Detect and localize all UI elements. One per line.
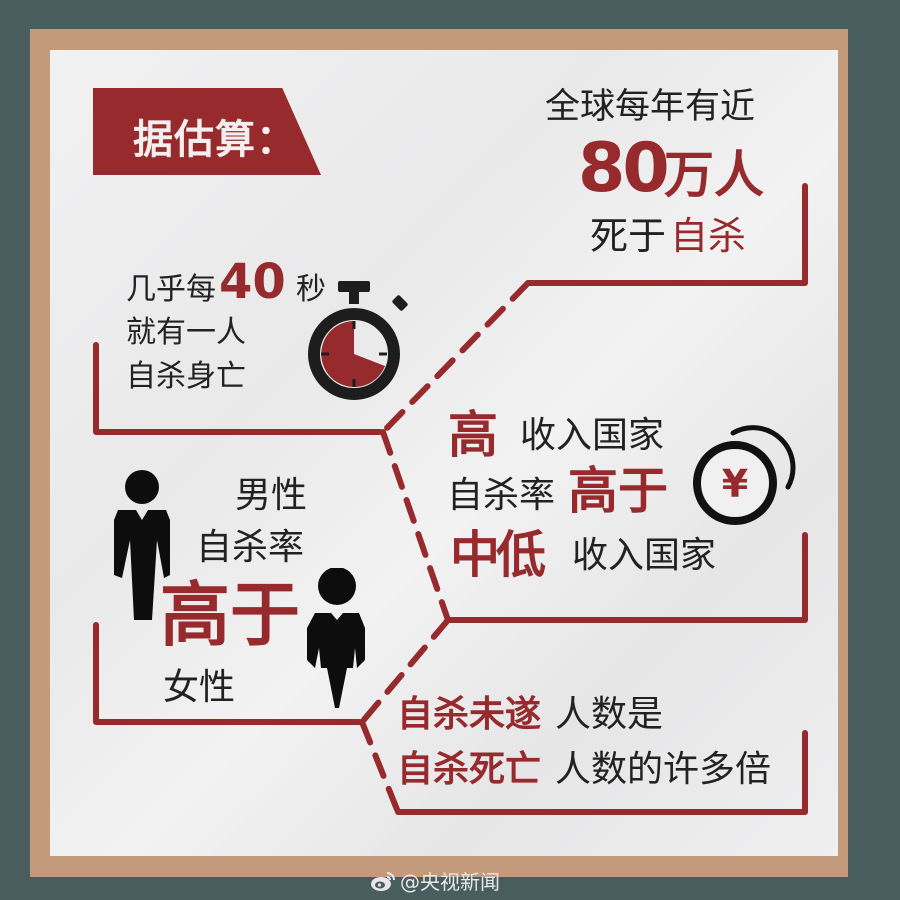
global-line3-red: 自杀	[670, 214, 747, 258]
stopwatch-icon	[308, 281, 408, 400]
income-line2-dark: 自杀率	[447, 475, 556, 516]
global-number: 80	[578, 129, 670, 208]
female-figure-icon	[307, 568, 365, 708]
income-line3-red: 中低	[450, 526, 546, 584]
svg-text:¥: ¥	[722, 462, 748, 506]
yen-coin-icon: ¥	[693, 425, 796, 525]
attempts-line2-red: 自杀死亡	[397, 749, 542, 790]
income-line1-red: 高	[448, 406, 498, 464]
interval-line2: 就有一人	[126, 315, 246, 350]
banner-label: 据估算：	[133, 116, 297, 163]
male-figure-icon	[114, 470, 170, 620]
global-line3-dark: 死于	[590, 214, 667, 258]
gender-line3-red: 高于	[160, 574, 300, 656]
income-line1-dark: 收入国家	[520, 415, 665, 456]
interval-number: 40	[219, 254, 286, 310]
watermark-text: @央视新闻	[400, 870, 500, 894]
gender-line1: 男性	[235, 475, 308, 516]
attempts-line1-red: 自杀未遂	[397, 694, 542, 735]
interval-suffix: 秒	[296, 272, 326, 307]
gender-line4: 女性	[163, 667, 236, 708]
income-line3-dark: 收入国家	[572, 535, 717, 576]
global-unit: 万人	[664, 146, 764, 204]
gender-line2: 自杀率	[196, 527, 305, 568]
global-line1: 全球每年有近	[545, 87, 756, 127]
income-line2-red: 高于	[568, 462, 668, 520]
watermark: @央视新闻	[370, 866, 500, 895]
interval-prefix: 几乎每	[126, 272, 216, 307]
attempts-line1-dark: 人数是	[555, 694, 664, 735]
estimate-banner	[93, 88, 321, 175]
weibo-icon	[371, 871, 395, 891]
attempts-line2-dark: 人数的许多倍	[555, 749, 772, 790]
interval-line3: 自杀身亡	[126, 359, 246, 394]
